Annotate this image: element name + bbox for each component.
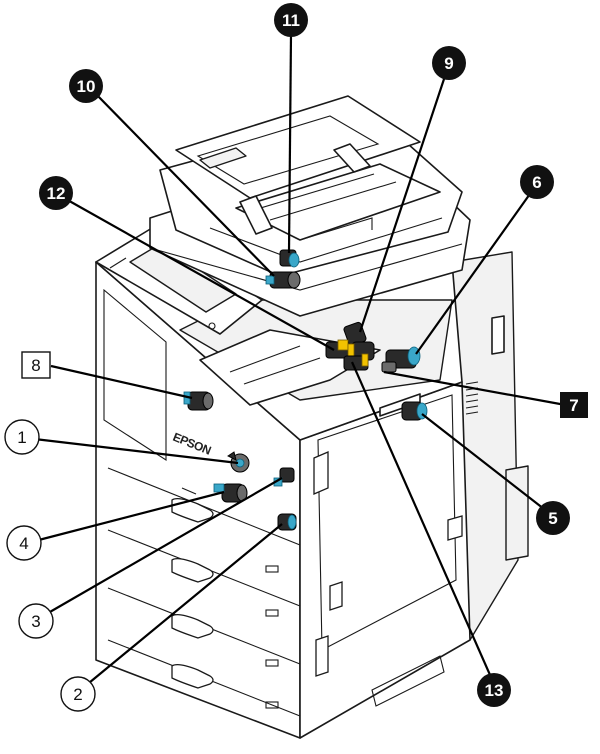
callout-1: 1 (4, 419, 40, 455)
callout-labels: 11 10 9 12 6 7 8 (4, 3, 588, 712)
part-roller-5 (401, 401, 428, 421)
callout-9: 9 (432, 46, 466, 80)
callout-7: 7 (560, 392, 588, 418)
drawer-4-handle (171, 664, 214, 689)
panel-led (208, 322, 216, 330)
lower-door-handle (315, 635, 329, 677)
callout-2-text: 2 (73, 685, 82, 704)
left-cover-panel (103, 288, 167, 462)
leader-5 (421, 413, 554, 517)
leader-lines (25, 33, 572, 693)
part-roller-8 (183, 391, 214, 411)
leader-4 (30, 490, 225, 544)
leader-2 (77, 523, 283, 693)
leader-9 (358, 63, 451, 333)
callout-6-text: 6 (532, 173, 541, 192)
adf-guide-left (239, 195, 273, 235)
drawer-2-handle (171, 558, 214, 583)
adf-guide-right (333, 143, 371, 173)
part-roller-4 (213, 483, 248, 503)
callout-7-text: 7 (569, 396, 578, 415)
part-roller-3 (273, 467, 295, 487)
callout-2: 2 (60, 676, 96, 712)
side-latch (491, 315, 505, 355)
callout-13-text: 13 (485, 681, 504, 700)
leader-13 (350, 361, 496, 685)
door-latch (447, 515, 463, 541)
callout-3: 3 (18, 603, 54, 639)
leader-8 (50, 364, 193, 400)
part-roller-1 (227, 451, 250, 473)
leader-10 (93, 91, 275, 277)
leader-1 (25, 436, 239, 465)
front-door-handle (313, 451, 329, 495)
callout-10-text: 10 (77, 77, 96, 96)
callout-12-text: 12 (47, 184, 66, 203)
adf-output (209, 217, 443, 263)
parts (183, 249, 428, 531)
leader-7 (383, 370, 572, 408)
callout-11: 11 (274, 3, 308, 37)
drawer-3-handle (171, 614, 214, 639)
callout-8: 8 (21, 351, 51, 379)
adf-input-tray (235, 163, 441, 241)
callout-11-text: 11 (282, 11, 300, 30)
base-skirt (371, 655, 445, 707)
paper-drawers (107, 467, 301, 717)
callout-9-text: 9 (444, 54, 453, 73)
leader-12 (63, 197, 335, 351)
callout-13: 13 (477, 673, 511, 707)
callout-8-text: 8 (31, 356, 40, 375)
part-adf-roller-upper (279, 249, 300, 268)
callout-5-text: 5 (548, 509, 557, 528)
callout-6: 6 (520, 165, 554, 199)
part-roller-2 (277, 513, 297, 531)
callout-10: 10 (69, 69, 103, 103)
callout-5: 5 (536, 501, 570, 535)
callout-12: 12 (39, 176, 73, 210)
callout-4: 4 (6, 525, 42, 561)
callout-4-text: 4 (19, 534, 28, 553)
leader-6 (415, 183, 538, 355)
part-adf-roller-lower (265, 271, 301, 289)
scanner-unit (149, 95, 471, 317)
drawer-1-handle (171, 498, 214, 523)
leader-11 (287, 33, 293, 254)
leader-3 (35, 477, 283, 621)
side-tray (505, 465, 529, 561)
side-slot (329, 581, 343, 611)
callout-1-text: 1 (17, 428, 26, 447)
callout-3-text: 3 (31, 612, 40, 631)
